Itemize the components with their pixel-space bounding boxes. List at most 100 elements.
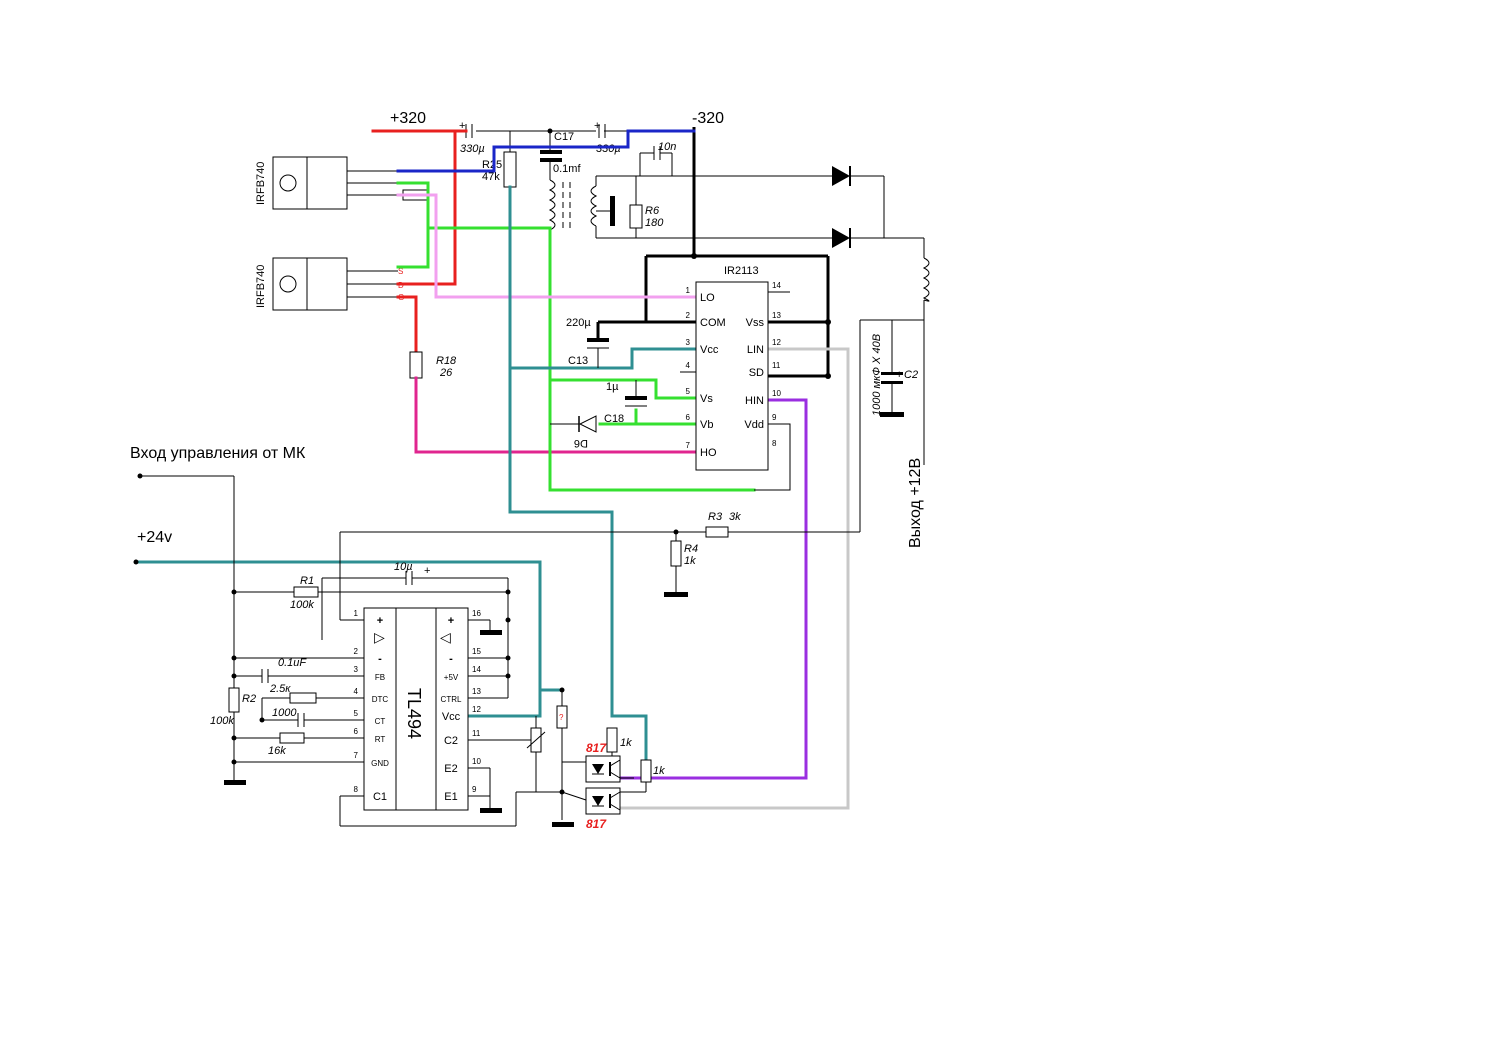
resistor-r4-label: R4 — [684, 543, 698, 555]
ir2113-pin-name: Vb — [700, 419, 713, 431]
resistor-1k-a — [606, 727, 618, 753]
cap-10n-value: 10n — [658, 141, 676, 153]
wire-hin-purple — [618, 398, 808, 780]
resistor-r2 — [228, 687, 240, 713]
tl494-pin-name: Vcc — [442, 711, 461, 723]
ir2113-pin-number: 5 — [686, 387, 691, 396]
tl494-pin-number: 15 — [472, 647, 481, 656]
tl494-pin-name: DTC — [372, 695, 389, 704]
control-input-label: Вход управления от МК — [130, 445, 306, 462]
resistor-1k-a-value: 1k — [620, 737, 632, 749]
resistor-r18 — [409, 351, 423, 379]
tl494-pin-name: GND — [371, 759, 389, 768]
tl494-pin-name: C1 — [373, 791, 387, 803]
cap-c2-symbol — [881, 381, 903, 384]
optocoupler-top — [585, 755, 621, 783]
tl494-pin-number: 8 — [354, 785, 359, 794]
tl494-pin-name: RT — [375, 735, 386, 744]
wire-minus320-blue — [396, 129, 696, 173]
junction-dot — [547, 128, 553, 134]
mosfet-q1-label: IRFB740 — [255, 162, 267, 205]
rail-plus320-label: +320 — [390, 110, 426, 127]
ir2113-pin-number: 9 — [772, 413, 777, 422]
wire-vcc-teal — [134, 560, 564, 692]
ground-symbol — [480, 630, 502, 635]
resistor-unknown-label: ? — [559, 713, 564, 722]
wire-lo-pink — [396, 193, 698, 299]
cap-c17-symbol — [540, 158, 562, 162]
cap-1u-value: 1µ — [606, 381, 619, 393]
wire-plus320-red — [396, 129, 457, 286]
tl494-pin-number: 3 — [354, 665, 359, 674]
wire-vdd-loop — [754, 423, 791, 491]
wire-vcc-teal — [466, 688, 542, 718]
tl494-pin-name: - — [449, 653, 453, 665]
cap-c17-label: C17 — [554, 131, 574, 143]
wire-gate-q2-red — [396, 295, 418, 354]
tl494-pin-number: 11 — [472, 729, 481, 738]
diode-d6 — [578, 415, 597, 433]
cap-c2-label: C2 — [904, 369, 918, 381]
ir2113-pin-number: 3 — [686, 338, 691, 347]
resistor-16k-value: 16k — [268, 745, 286, 757]
ground-symbol — [224, 780, 246, 785]
ir2113-pin-number: 4 — [686, 361, 691, 370]
output-diode-top — [832, 166, 850, 186]
resistor-r25-value: 47k — [482, 171, 500, 183]
resistor-r6-label: R6 — [645, 205, 660, 217]
tl494-pin-number: 9 — [472, 785, 477, 794]
resistor-r6 — [629, 204, 643, 229]
minus320-bus — [596, 127, 830, 378]
resistor-unknown — [556, 705, 568, 729]
cap-10u — [405, 571, 413, 585]
cap-1000-value: 1000 — [272, 707, 297, 719]
resistor-trim-arrow — [526, 731, 546, 749]
ground-symbol — [480, 808, 502, 813]
resistor-r25-label: R25 — [482, 159, 502, 171]
ir2113-pin-number: 8 — [772, 439, 777, 448]
ir2113-pin-name: Vss — [746, 317, 765, 329]
cap-right-plus: + — [594, 120, 600, 132]
ir2113-pin-number: 7 — [686, 441, 691, 450]
resistor-2-5k-value: 2.5к — [269, 683, 291, 695]
cap-c2-value: 1000 мкФ X 40В — [871, 334, 883, 416]
tl494-pin-number: 5 — [354, 709, 359, 718]
resistor-r4-value: 1k — [684, 555, 696, 567]
resistor-r2-label: R2 — [242, 693, 256, 705]
ir2113-pin-name: COM — [700, 317, 726, 329]
optocoupler-bottom — [585, 787, 621, 815]
cap-left-plus: + — [459, 120, 465, 132]
wire-opto — [561, 791, 587, 801]
diode-d6-label: D6 — [574, 437, 588, 449]
ir2113-pin-number: 13 — [772, 311, 781, 320]
cap-c13-label: C13 — [568, 355, 588, 367]
ir2113-pin-number: 11 — [772, 361, 781, 370]
tl494-pins: 1+2-3FB4DTC5CT6RT7GND8C116+15-14+5V13CTR… — [354, 609, 482, 803]
tl494-pin-name: FB — [375, 673, 385, 682]
cap-10u-value: 10µ — [394, 561, 413, 573]
tl494-pin-name: CT — [375, 717, 386, 726]
ir2113-pin-number: 10 — [772, 389, 781, 398]
tl494-pin-number: 13 — [472, 687, 481, 696]
resistor-r3 — [705, 526, 729, 538]
junction-dot — [673, 529, 679, 535]
optocoupler-top-label: 817 — [586, 741, 607, 755]
amp-left-triangle: ▷ — [374, 629, 385, 645]
tl494-pin-name: C2 — [444, 735, 458, 747]
ir2113-pin-name: HIN — [745, 395, 764, 407]
resistor-r3-value: 3k — [729, 511, 741, 523]
ic-ir2113-name: IR2113 — [724, 265, 759, 277]
wire-green-vs — [548, 378, 698, 400]
tl494-pin-name: + — [377, 615, 383, 627]
cap-1000 — [297, 713, 305, 727]
ir2113-pin-name: HO — [700, 447, 717, 459]
resistor-r3-label: R3 — [708, 511, 723, 523]
optocoupler-bottom-label: 817 — [586, 817, 607, 831]
cap-c2-symbol — [881, 372, 903, 375]
ir2113-pin-number: 14 — [772, 281, 781, 290]
cap-220u-symbol — [587, 338, 609, 342]
resistor-1k-b-value: 1k — [653, 765, 665, 777]
cap-1u-symbol — [625, 396, 647, 400]
ir2113-pin-name: LIN — [747, 344, 764, 356]
